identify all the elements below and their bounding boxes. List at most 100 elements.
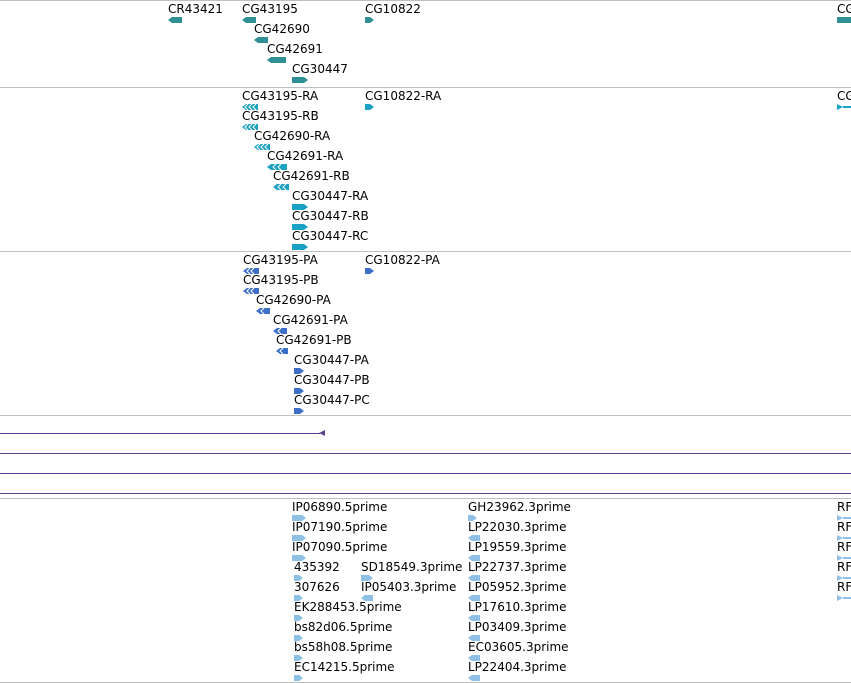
est-label: IP07190.5prime <box>292 520 388 534</box>
gene-glyph <box>254 37 268 43</box>
est-label: GH23962.3prime <box>468 500 571 514</box>
alignment-feature[interactable] <box>0 472 851 475</box>
est-glyph <box>468 675 480 681</box>
alignment-track <box>0 416 851 499</box>
est-glyph <box>468 515 477 521</box>
est-glyph <box>361 575 373 581</box>
transcript-label: CG42691-RA <box>267 149 344 163</box>
est-glyph <box>292 555 306 561</box>
transcript-glyph <box>267 164 287 170</box>
track-separator <box>0 251 851 252</box>
protein-label: CG30447-PB <box>294 373 370 387</box>
est-label: RF <box>837 520 851 534</box>
protein-glyph <box>294 368 304 374</box>
gene-label: CG42691 <box>267 42 323 56</box>
protein-glyph <box>243 288 259 294</box>
est-label: LP22404.3prime <box>468 660 567 674</box>
transcript-label: CG10822-RA <box>365 89 442 103</box>
est-glyph <box>468 635 480 641</box>
est-glyph <box>294 675 303 681</box>
est-glyph <box>468 555 480 561</box>
track-separator <box>0 87 851 88</box>
gene-label: CG42690 <box>254 22 310 36</box>
gene-label: CR43421 <box>168 2 223 16</box>
track-separator <box>0 415 851 416</box>
transcript-glyph <box>242 124 258 130</box>
gene-glyph <box>267 57 286 63</box>
est-label: LP17610.3prime <box>468 600 567 614</box>
transcript-label: CG43195-RB <box>242 109 319 123</box>
protein-label: CG43195-PA <box>243 253 318 267</box>
transcript-glyph <box>254 144 270 150</box>
est-glyph <box>294 655 303 661</box>
transcript-label: CG30447-RB <box>292 209 369 223</box>
transcript-glyph <box>292 244 308 250</box>
est-glyph <box>292 515 306 521</box>
est-track: IP06890.5prime GH23962.3prime RF IP07190… <box>0 499 851 682</box>
est-glyph <box>294 595 303 601</box>
est-label: IP05403.3prime <box>361 580 457 594</box>
est-label: IP07090.5prime <box>292 540 388 554</box>
transcript-glyph <box>292 224 308 230</box>
gene-glyph <box>292 77 308 83</box>
est-label: LP22737.3prime <box>468 560 567 574</box>
est-glyph <box>292 535 306 541</box>
est-glyph <box>294 615 303 621</box>
est-label: RF <box>837 500 851 514</box>
gene-label: CG10822 <box>365 2 421 16</box>
est-label: bs58h08.5prime <box>294 640 393 654</box>
alignment-line <box>0 453 851 454</box>
alignment-feature[interactable] <box>0 492 851 495</box>
est-label: 307626 <box>294 580 340 594</box>
transcript-glyph <box>273 184 289 190</box>
est-glyph <box>361 595 373 601</box>
protein-label: CG42691-PA <box>273 313 348 327</box>
alignment-feature[interactable] <box>0 452 851 455</box>
est-label: LP03409.3prime <box>468 620 567 634</box>
est-glyph <box>294 635 303 641</box>
transcript-label: CG30447-RA <box>292 189 369 203</box>
est-label: LP19559.3prime <box>468 540 567 554</box>
protein-glyph <box>365 268 374 274</box>
est-label: bs82d06.5prime <box>294 620 393 634</box>
gene-label: CG <box>837 2 851 16</box>
est-label: EK288453.5prime <box>294 600 402 614</box>
transcript-glyph <box>242 104 258 110</box>
protein-glyph <box>256 308 270 314</box>
alignment-line <box>0 473 851 474</box>
transcript-glyph <box>837 104 851 110</box>
est-label: 435392 <box>294 560 340 574</box>
est-glyph <box>468 535 480 541</box>
transcript-track: CG43195-RA CG10822-RA CG CG43195-RB CG42… <box>0 88 851 251</box>
transcript-glyph <box>365 104 374 110</box>
protein-label: CG42691-PB <box>276 333 352 347</box>
gene-label: CG43195 <box>242 2 298 16</box>
alignment-feature[interactable] <box>0 430 330 438</box>
est-glyph <box>468 575 480 581</box>
transcript-label: CG42690-RA <box>254 129 331 143</box>
est-label: RF <box>837 580 851 594</box>
est-glyph <box>837 555 851 561</box>
protein-glyph <box>276 348 288 354</box>
protein-track: CG43195-PA CG10822-PA CG43195-PB CG42690… <box>0 252 851 415</box>
transcript-label: CG43195-RA <box>242 89 319 103</box>
est-label: RF <box>837 540 851 554</box>
est-label: LP05952.3prime <box>468 580 567 594</box>
transcript-label: CG <box>837 89 851 103</box>
transcript-glyph <box>292 204 308 210</box>
track-separator <box>0 498 851 499</box>
gene-glyph <box>168 17 182 23</box>
protein-glyph <box>273 328 287 334</box>
est-glyph <box>468 615 480 621</box>
alignment-arrowhead <box>319 430 325 436</box>
est-glyph <box>837 515 851 521</box>
protein-glyph <box>243 268 259 274</box>
est-label: SD18549.3prime <box>361 560 463 574</box>
est-label: EC03605.3prime <box>468 640 569 654</box>
gene-track: CR43421 CG43195 CG10822 CG42690 CG42691 … <box>0 1 851 87</box>
alignment-line <box>0 493 851 494</box>
est-glyph <box>837 535 851 541</box>
est-glyph <box>837 575 851 581</box>
est-label: LP22030.3prime <box>468 520 567 534</box>
transcript-label: CG42691-RB <box>273 169 350 183</box>
